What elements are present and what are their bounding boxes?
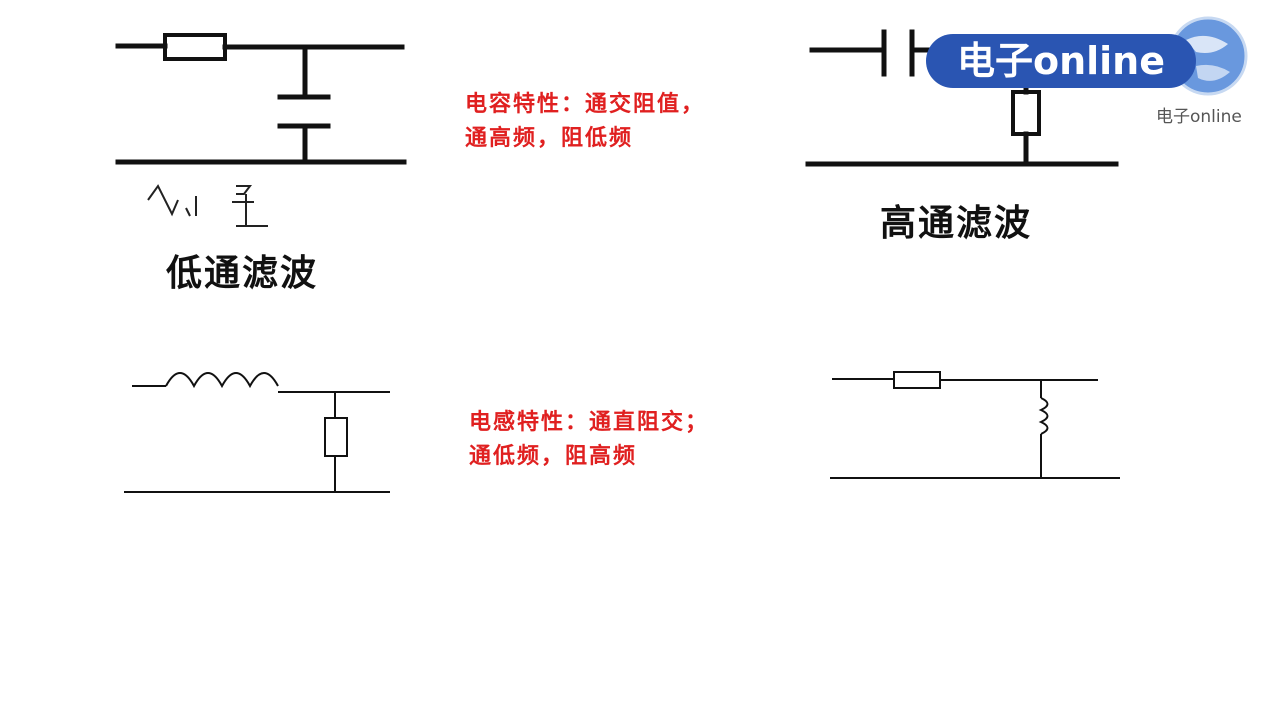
inductor-note: 电感特性：通直阻交； 通低频，阻高频 (469, 406, 709, 474)
resistor-symbol (893, 371, 941, 389)
capacitor-note-line-2: 通高频，阻低频 (465, 126, 634, 151)
handwritten-strokes (147, 184, 268, 227)
inductor-note-line-1: 电感特性：通直阻交； (469, 410, 710, 435)
inductor-note-line-2: 通低频，阻高频 (469, 444, 638, 469)
low-pass-caption: 低通滤波 (166, 253, 319, 294)
lr-low-pass-circuit (124, 372, 390, 493)
resistor-symbol (163, 33, 227, 61)
watermark-small-text: 电子online (1156, 107, 1242, 127)
rc-low-pass-circuit (115, 33, 407, 165)
capacitor-note-line-1: 电容特性：通交阻值， (465, 92, 706, 117)
rl-high-pass-circuit (830, 371, 1120, 479)
inductor-symbol (1038, 397, 1049, 435)
capacitor-note: 电容特性：通交阻值， 通高频，阻低频 (465, 88, 705, 156)
watermark-badge: 电子online (926, 34, 1196, 88)
resistor-symbol (1011, 90, 1041, 136)
inductor-symbol (165, 372, 279, 389)
resistor-symbol (324, 417, 348, 457)
high-pass-caption: 高通滤波 (880, 203, 1033, 244)
